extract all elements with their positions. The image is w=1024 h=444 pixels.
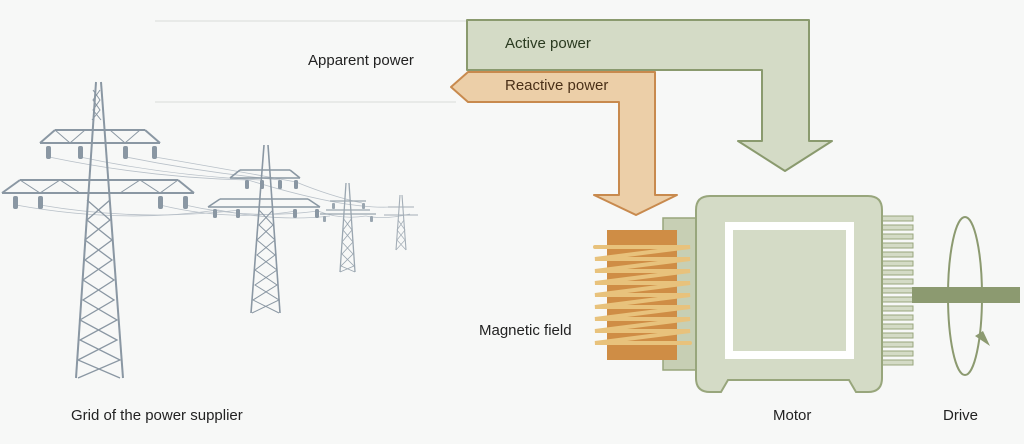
drive-rotation-arrowhead [975,331,990,346]
motor-window [725,222,854,359]
active-power-label: Active power [505,35,591,52]
power-tower-tiny [384,194,418,251]
coil-winding [593,245,692,345]
reactive-power-arrow [450,71,678,216]
drive-label: Drive [943,407,979,424]
insulators-medium [213,180,319,218]
magnetic-field-label: Magnetic field [479,322,572,339]
motor-body [695,195,883,393]
power-tower-small [320,182,376,273]
power-tower-large [1,81,195,379]
reactive-power-label: Reactive power [505,77,609,94]
power-tower-medium [207,144,321,314]
drive-rotation-ring [947,216,983,376]
motor-label: Motor [773,407,812,424]
active-power-arrow [466,19,833,172]
motor-cooling-fins [880,215,914,366]
apparent-power-label: Apparent power [308,52,414,69]
insulators-small [323,203,373,222]
grid-label: Grid of the power supplier [71,407,243,424]
insulators-large [13,146,188,209]
motor-shaft [912,287,1020,303]
